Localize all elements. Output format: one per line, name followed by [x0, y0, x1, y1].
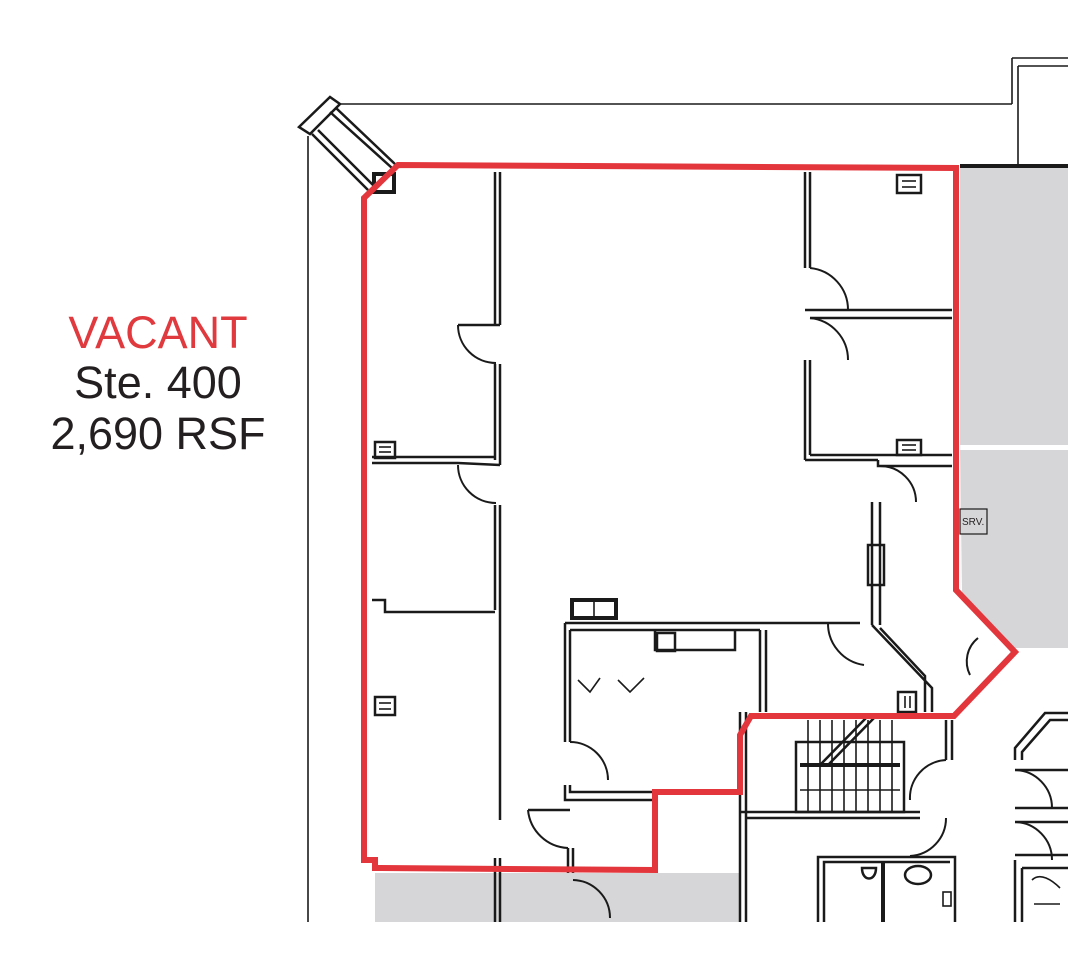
- occupied-area-south: [375, 873, 740, 922]
- building-shell: [296, 57, 1068, 922]
- door-kitchen-south: [569, 741, 609, 781]
- vacancy-status: VACANT: [68, 307, 248, 358]
- suite-area: 2,690 RSF: [50, 407, 266, 459]
- vent-north-east: [895, 173, 923, 195]
- door-east-office-2: [809, 317, 850, 361]
- stairwell: [794, 717, 954, 814]
- mechanical-grilles: [372, 172, 923, 717]
- kitchen-sink: [655, 631, 677, 653]
- corner-window: [296, 95, 342, 136]
- vent-west-1: [373, 440, 397, 460]
- suite-number: Ste. 400: [74, 357, 242, 409]
- door-core-1: [1014, 769, 1053, 809]
- core-rooms: [816, 711, 1068, 922]
- occupied-area-east-lower: [960, 450, 1068, 648]
- door-core-2: [1014, 821, 1053, 861]
- suite-label: VACANT Ste. 400 2,690 RSF: [30, 307, 286, 459]
- occupied-area-east-upper: [960, 168, 1068, 445]
- server-room-label: SRV.: [962, 517, 984, 528]
- toilet: [860, 866, 878, 880]
- vent-stair: [896, 690, 918, 714]
- occupied-areas: [375, 168, 1068, 922]
- doors: [457, 267, 1053, 919]
- door-kitchen-east: [826, 622, 865, 666]
- door-east-office-1: [809, 267, 850, 311]
- door-south-corridor: [572, 879, 611, 919]
- vent-east-2: [895, 438, 923, 457]
- door-east-office-3: [879, 465, 917, 503]
- vent-west-2: [373, 695, 397, 717]
- door-southwest-room: [527, 809, 569, 849]
- door-east-diagonal: [965, 637, 979, 676]
- restroom-sink: [903, 864, 933, 886]
- door-stair-2: [909, 817, 948, 857]
- door-west-office-1: [457, 324, 497, 364]
- server-room-tag: SRV.: [959, 508, 988, 535]
- door-west-office-2: [457, 464, 497, 504]
- vacant-suite-outline[interactable]: [361, 161, 1020, 874]
- sidelight-window: [866, 543, 886, 587]
- door-stair-1: [908, 759, 947, 801]
- interior-walls: [372, 172, 952, 922]
